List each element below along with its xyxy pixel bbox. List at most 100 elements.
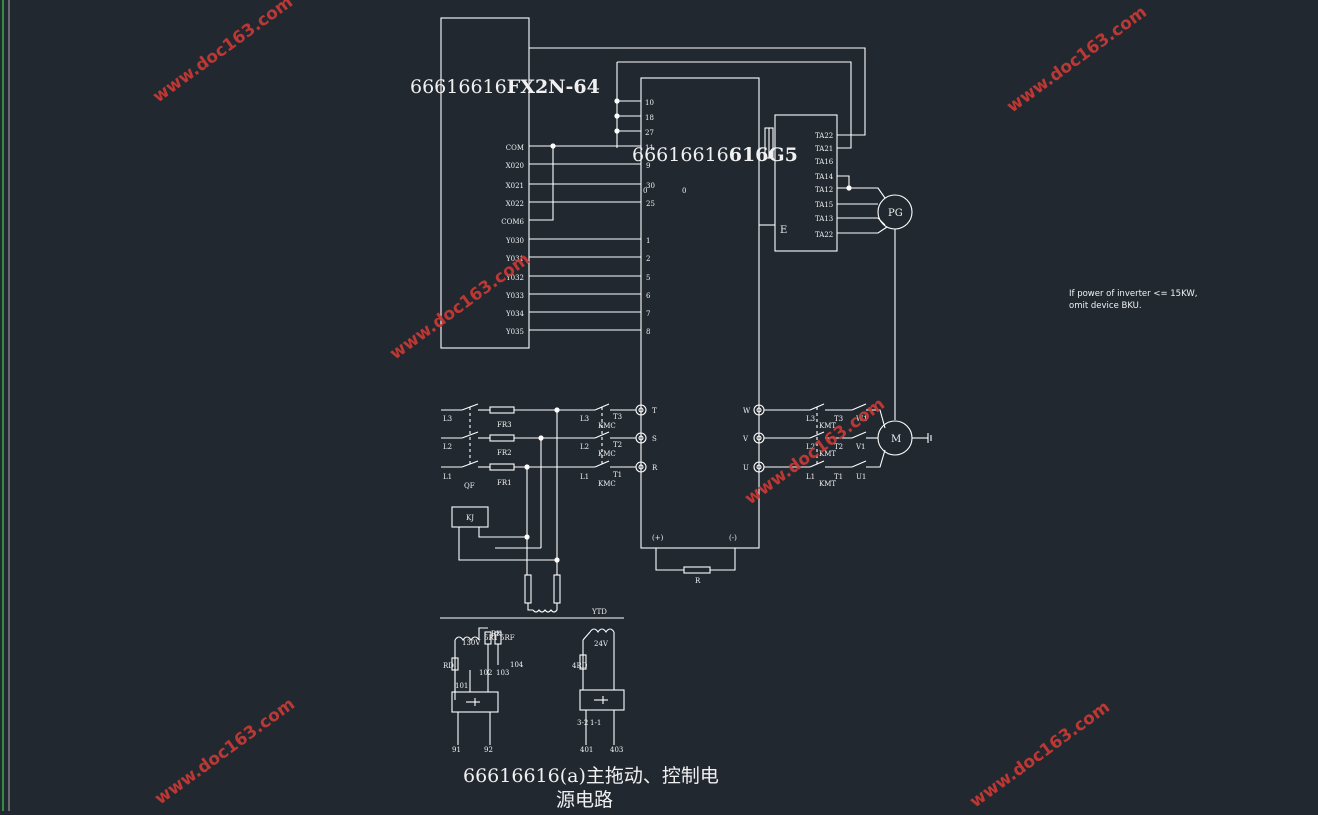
pg-terminal: TA12	[815, 186, 833, 194]
pg-card-block	[774, 114, 838, 252]
mains-line-label: L1	[443, 473, 452, 481]
inverter-output-terminal: U	[743, 464, 749, 472]
stray-mark: 0	[643, 187, 647, 195]
plc-output-label: Y032	[505, 274, 524, 282]
control-label: 104	[510, 661, 524, 669]
control-label: 1-1	[590, 719, 601, 727]
inverter-control-terminal: 5	[646, 274, 650, 282]
inverter-output-terminal: W	[743, 407, 751, 415]
inverter-control-terminal: 7	[646, 310, 650, 318]
fuse-label: FR3	[497, 421, 512, 429]
inverter-top-terminal: 27	[645, 129, 654, 137]
plc-output-label: Y030	[505, 237, 524, 245]
plc-output-label: Y033	[505, 292, 524, 300]
motor-terminal-label: W1	[856, 415, 868, 423]
km-out-contact: KMT	[819, 450, 836, 458]
km-in-line: L1	[580, 473, 589, 481]
inverter-top-terminal: 11	[645, 144, 654, 152]
km-in-out: T2	[613, 441, 622, 449]
inverter-input-terminal: T	[652, 407, 657, 415]
inverter-power-out: W V U	[742, 407, 751, 472]
km-out-out: T3	[834, 415, 843, 423]
km-in-line: L2	[580, 443, 589, 451]
control-label: 130V	[462, 639, 481, 647]
pg-terminal: TA22	[815, 231, 833, 239]
motor-label: M	[891, 434, 901, 445]
caption-line2: 源电路	[556, 789, 613, 811]
plc-input-label: COM	[506, 144, 524, 152]
control-label: 3-2	[577, 719, 588, 727]
plc-output-label: Y035	[505, 328, 524, 336]
control-label: 403	[610, 746, 623, 754]
control-label: 4RD	[572, 662, 588, 670]
inverter-output-terminal: V	[742, 435, 749, 443]
pg-terminal: TA15	[815, 201, 833, 209]
inverter-title: 66616616616G5	[632, 144, 798, 166]
plc-output-label: Y031	[505, 255, 524, 263]
pg-terminal: TA22	[815, 132, 833, 140]
inverter-block	[640, 77, 760, 549]
wiring	[440, 17, 932, 745]
inverter-top-terminal: 18	[645, 114, 654, 122]
control-label: 24V	[594, 640, 609, 648]
kj-relay	[451, 506, 489, 528]
qf-label: QF	[464, 482, 475, 490]
watermark-text: www.doc163.com	[386, 249, 534, 364]
km-in-out: T3	[613, 413, 622, 421]
fuse-label: FR2	[497, 449, 512, 457]
watermark-text: www.doc163.com	[151, 694, 299, 809]
inverter-input-terminal: R	[652, 464, 658, 472]
control-label: 102	[479, 669, 492, 677]
mains-line-label: L2	[443, 443, 452, 451]
plc-block	[440, 17, 530, 349]
control-label: 92	[484, 746, 493, 754]
inverter-control-terminal: 25	[646, 200, 655, 208]
pg-encoder-label: PG	[888, 208, 903, 219]
watermark-text: www.doc163.com	[1003, 2, 1151, 117]
inverter-control-terminal: 8	[646, 328, 650, 336]
pg-terminal: TA14	[815, 173, 834, 181]
km-out-contact: KMT	[819, 422, 836, 430]
control-label: 101	[455, 682, 468, 690]
pg-terminal: TA16	[815, 158, 834, 166]
pg-terminal: TA21	[815, 145, 833, 153]
dc-plus: (+)	[652, 534, 664, 542]
watermark-text: www.doc163.com	[149, 0, 297, 107]
motor-terminal-label: U1	[856, 473, 866, 481]
inverter-control-terminal: 1	[646, 237, 650, 245]
km-in-out: T1	[613, 471, 622, 479]
note-line2: omit device BKU.	[1069, 301, 1142, 311]
km-out-out: T1	[834, 473, 843, 481]
plc-input-label: X021	[506, 182, 524, 190]
inverter-control-terminal: 30	[646, 182, 655, 190]
junctions	[524, 98, 852, 563]
km-in-line: L3	[580, 415, 589, 423]
dc-minus: (-)	[729, 534, 737, 542]
plc-output-label: Y034	[505, 310, 525, 318]
inverter-input-terminal: S	[652, 435, 657, 443]
plc-input-label: X020	[506, 162, 524, 170]
control-label: RD	[443, 662, 454, 670]
control-label: 103	[496, 669, 509, 677]
note-line1: If power of inverter <= 15KW,	[1069, 289, 1197, 299]
inverter-power-in: T S R	[652, 407, 658, 472]
control-label: 401	[580, 746, 593, 754]
pg-e-label: E	[780, 225, 787, 236]
km-out-line: L3	[806, 415, 815, 423]
kj-label: KJ	[466, 514, 474, 522]
control-label: RK	[491, 630, 502, 638]
inverter-top-terminals: 10 18 27 11	[645, 99, 654, 152]
km-out-out: T2	[834, 443, 843, 451]
inverter-top-terminal: 10	[645, 99, 654, 107]
inverter-control-terminal: 2	[646, 255, 650, 263]
plc-input-label: COM6	[501, 218, 524, 226]
caption-line1: 66616616(a)主拖动、控制电	[463, 765, 719, 787]
km-out-line: L2	[806, 443, 815, 451]
